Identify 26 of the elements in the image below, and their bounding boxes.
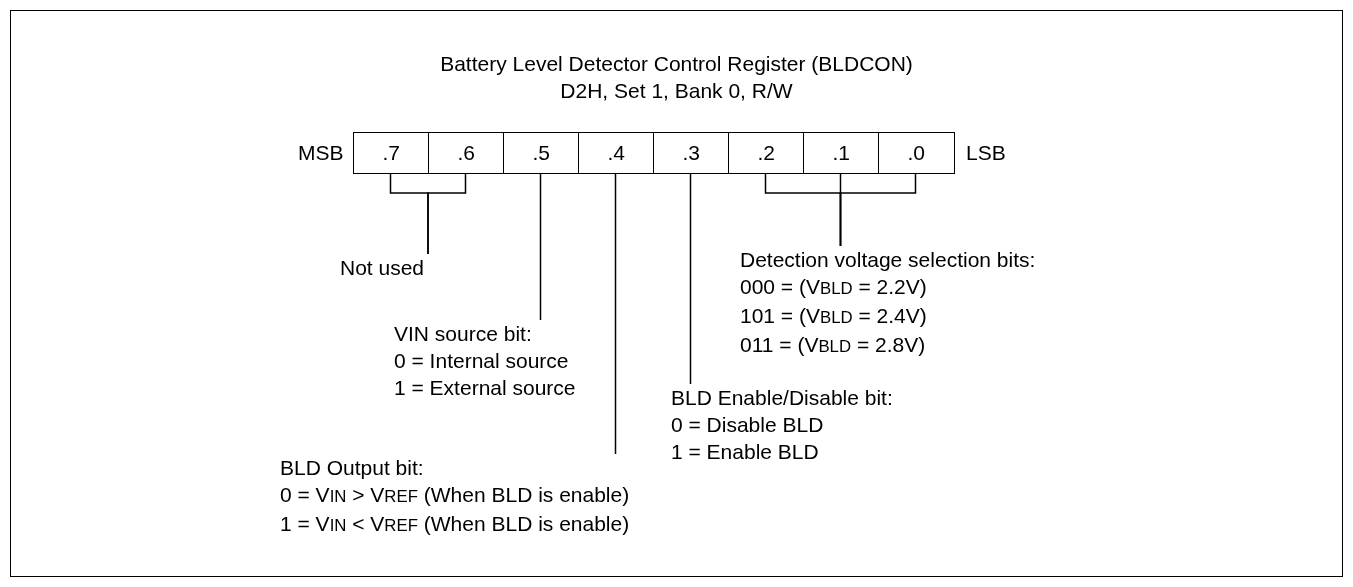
field-value-description: 1 = Enable BLD (671, 439, 820, 465)
field-description: Not used (340, 254, 425, 281)
leader-line (839, 173, 917, 247)
field-heading: BLD Enable/Disable bit: (671, 385, 893, 411)
field-value-description: 0 = Internal source (394, 348, 570, 374)
bit-order-label: MSB (298, 140, 344, 166)
register-bit-cell: .0 (878, 132, 955, 174)
register-bit-cell: .4 (578, 132, 655, 174)
field-heading: BLD Output bit: (280, 455, 425, 481)
register-bit-cell: .6 (428, 132, 505, 174)
register-bit-cell: .2 (728, 132, 805, 174)
leader-line (614, 173, 617, 455)
register-bit-cell: .1 (803, 132, 880, 174)
register-address-caption: D2H, Set 1, Bank 0, R/W (559, 79, 794, 103)
bit-order-label: LSB (966, 140, 1006, 166)
leader-line (427, 173, 467, 255)
register-bit-cell: .3 (653, 132, 730, 174)
register-bit-cell: .5 (503, 132, 580, 174)
register-title: Battery Level Detector Control Register (BLDCON) (439, 52, 914, 76)
leader-line (689, 173, 692, 385)
field-heading: VIN source bit: (394, 321, 533, 347)
register-bit-cell: .7 (353, 132, 430, 174)
field-value-description: 0 = Disable BLD (671, 412, 825, 438)
leader-line (539, 173, 542, 321)
field-heading: Detection voltage selection bits: (740, 247, 1036, 273)
field-value-description: 1 = External source (394, 375, 576, 401)
